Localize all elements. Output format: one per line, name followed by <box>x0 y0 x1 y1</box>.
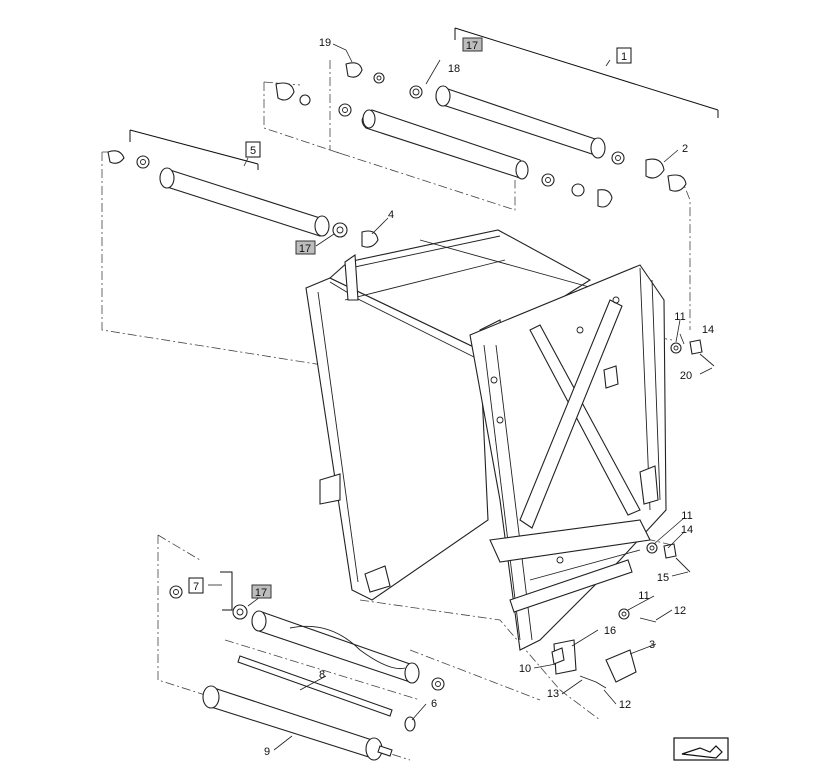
callout-11-top: 11 <box>674 311 685 323</box>
callout-19: 19 <box>319 37 331 49</box>
callout-17-left: 17 <box>299 243 311 255</box>
lower-roller-assembly <box>169 571 445 761</box>
callout-15: 15 <box>657 572 669 584</box>
main-frame <box>305 229 667 651</box>
callout-14-top: 14 <box>702 324 714 336</box>
callout-20: 20 <box>680 370 692 382</box>
top-roller-assembly <box>275 27 719 208</box>
callout-5: 5 <box>250 145 256 157</box>
callout-10: 10 <box>519 663 531 675</box>
callout-labels: 1 2 3 4 5 6 7 8 9 10 11 14 20 11 14 15 1… <box>193 37 714 758</box>
callout-14-mid: 14 <box>681 524 693 536</box>
callout-1: 1 <box>621 51 627 63</box>
callout-2: 2 <box>682 143 688 155</box>
callout-12-low: 12 <box>674 605 686 617</box>
callout-11-low: 11 <box>638 590 649 602</box>
callout-7: 7 <box>193 581 199 593</box>
left-roller-assembly <box>107 129 379 248</box>
leader-lines <box>208 43 713 751</box>
callout-17-top: 17 <box>466 40 478 52</box>
callout-17-bottom: 17 <box>255 587 267 599</box>
callout-6: 6 <box>431 698 437 710</box>
callout-11-mid: 11 <box>681 510 692 522</box>
next-page-arrow-icon[interactable] <box>673 737 729 761</box>
callout-boxes <box>188 37 632 599</box>
callout-3: 3 <box>649 639 655 651</box>
callout-18: 18 <box>448 63 460 75</box>
small-parts <box>551 339 715 689</box>
callout-8: 8 <box>319 669 325 681</box>
callout-13: 13 <box>547 688 559 700</box>
callout-9: 9 <box>264 746 270 758</box>
callout-16: 16 <box>604 625 616 637</box>
callout-4: 4 <box>388 209 394 221</box>
callout-12-bottom: 12 <box>619 699 631 711</box>
